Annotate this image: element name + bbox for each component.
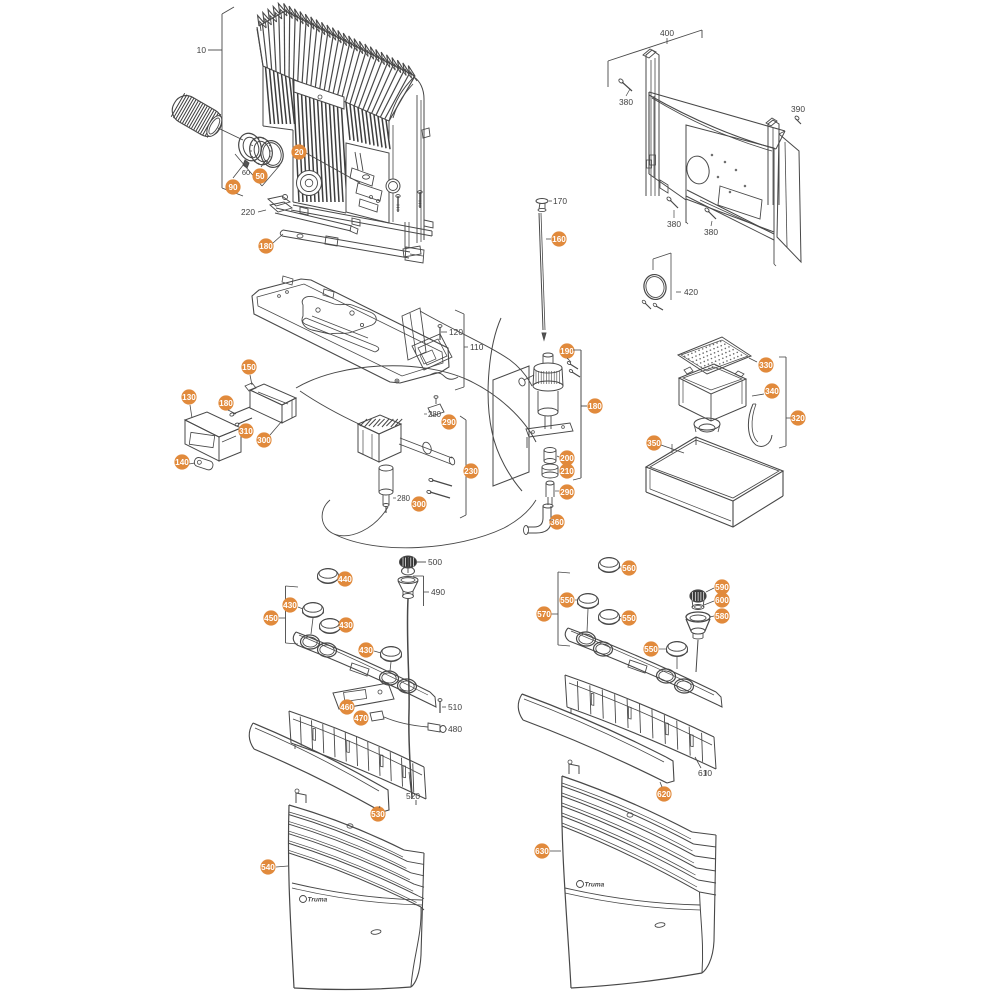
svg-text:520: 520: [406, 791, 420, 801]
svg-text:350: 350: [647, 439, 661, 448]
svg-text:380: 380: [667, 219, 681, 229]
svg-text:150: 150: [242, 363, 256, 372]
svg-text:300: 300: [257, 436, 271, 445]
svg-text:160: 160: [552, 235, 566, 244]
svg-text:450: 450: [264, 614, 278, 623]
svg-text:310: 310: [239, 427, 253, 436]
svg-text:480: 480: [448, 724, 462, 734]
svg-text:120: 120: [449, 327, 463, 337]
svg-text:280: 280: [428, 410, 442, 419]
svg-text:50: 50: [255, 172, 265, 181]
svg-text:200: 200: [560, 454, 574, 463]
svg-text:60: 60: [242, 168, 250, 177]
svg-text:20: 20: [294, 148, 304, 157]
svg-text:430: 430: [339, 621, 353, 630]
svg-text:420: 420: [684, 287, 698, 297]
svg-text:550: 550: [622, 614, 636, 623]
svg-text:90: 90: [228, 183, 238, 192]
svg-text:210: 210: [560, 467, 574, 476]
svg-text:390: 390: [791, 104, 805, 114]
svg-text:470: 470: [354, 714, 368, 723]
svg-text:610: 610: [698, 768, 712, 778]
svg-text:190: 190: [560, 347, 574, 356]
svg-text:130: 130: [182, 393, 196, 402]
svg-text:140: 140: [175, 458, 189, 467]
svg-text:550: 550: [644, 645, 658, 654]
svg-text:180: 180: [259, 242, 273, 251]
svg-text:Truma: Truma: [308, 897, 328, 904]
svg-text:580: 580: [715, 612, 729, 621]
svg-text:500: 500: [428, 557, 442, 567]
svg-text:600: 600: [715, 596, 729, 605]
svg-text:180: 180: [588, 402, 602, 411]
svg-text:490: 490: [431, 587, 445, 597]
svg-text:300: 300: [412, 500, 426, 509]
svg-text:540: 540: [261, 863, 275, 872]
svg-text:430: 430: [359, 646, 373, 655]
svg-text:10: 10: [197, 45, 207, 55]
svg-text:560: 560: [622, 564, 636, 573]
svg-text:430: 430: [283, 601, 297, 610]
svg-text:290: 290: [560, 488, 574, 497]
svg-text:320: 320: [791, 414, 805, 423]
svg-text:290: 290: [442, 418, 456, 427]
svg-text:280: 280: [397, 494, 411, 503]
svg-text:220: 220: [241, 207, 255, 217]
svg-text:510: 510: [448, 702, 462, 712]
svg-text:630: 630: [535, 847, 549, 856]
svg-text:Truma: Truma: [585, 882, 605, 889]
svg-text:570: 570: [537, 610, 551, 619]
svg-text:340: 340: [765, 387, 779, 396]
svg-text:170: 170: [553, 196, 567, 206]
svg-text:620: 620: [657, 790, 671, 799]
svg-text:360: 360: [550, 518, 564, 527]
svg-text:550: 550: [560, 596, 574, 605]
svg-text:180: 180: [219, 399, 233, 408]
svg-text:380: 380: [619, 97, 633, 107]
svg-text:590: 590: [715, 583, 729, 592]
svg-text:380: 380: [704, 227, 718, 237]
svg-text:230: 230: [464, 467, 478, 476]
svg-text:400: 400: [660, 28, 674, 38]
svg-text:440: 440: [338, 575, 352, 584]
svg-text:330: 330: [759, 361, 773, 370]
svg-text:530: 530: [371, 810, 385, 819]
svg-text:460: 460: [340, 703, 354, 712]
